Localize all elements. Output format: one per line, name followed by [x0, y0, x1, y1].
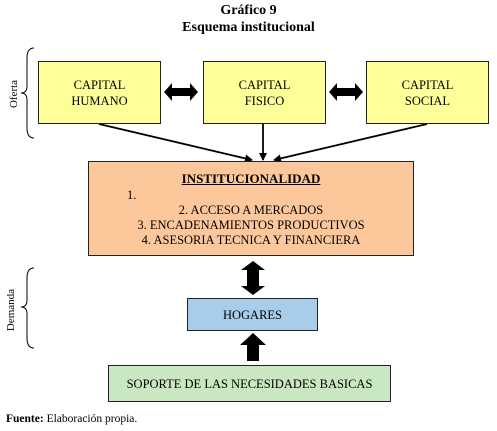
oferta-brace [20, 47, 35, 139]
capital-fisico-box: CAPITAL FISICO [203, 61, 326, 124]
source-label: Fuente: [6, 413, 44, 425]
capital-humano-line1: CAPITAL [73, 77, 126, 92]
institucionalidad-item-4: 4. ASESORIA TECNICA Y FINANCIERA [141, 233, 361, 247]
capital-fisico-line1: CAPITAL [238, 77, 291, 92]
institucionalidad-item-2: 2. ACCESO A MERCADOS [178, 203, 324, 217]
double-arrow-2 [329, 83, 363, 101]
hogares-label: HOGARES [222, 307, 283, 322]
capital-humano-box: CAPITAL HUMANO [38, 61, 161, 124]
figure-title: Esquema institucional [182, 20, 315, 35]
institucionalidad-item-1: 1. [127, 188, 137, 202]
double-arrow-1 [164, 83, 198, 101]
figure-number: Gráfico 9 [220, 3, 277, 18]
capital-fisico-line2: FISICO [244, 93, 285, 108]
demanda-label: Demanda [5, 288, 17, 332]
arrow-humano [98, 123, 253, 163]
capital-social-line1: CAPITAL [401, 77, 454, 92]
source-note: Fuente: Elaboración propia. [6, 413, 137, 425]
demanda-brace [20, 267, 35, 349]
capital-social-box: CAPITAL SOCIAL [366, 61, 489, 124]
capital-humano-line2: HUMANO [71, 93, 128, 108]
soporte-label: SOPORTE DE LAS NECESIDADES BASICAS [126, 376, 373, 391]
capital-social-line2: SOCIAL [404, 93, 451, 108]
arrow-social [273, 123, 428, 163]
double-arrow-vertical [241, 261, 265, 295]
institucionalidad-item-3: 3. ENCADENAMIENTOS PRODUCTIVOS [137, 218, 365, 232]
institucionalidad-box: INSTITUCIONALIDAD 1. 2. ACCESO A MERCADO… [88, 161, 414, 256]
block-arrow-up [240, 333, 266, 361]
institucionalidad-heading: INSTITUCIONALIDAD [181, 171, 321, 186]
hogares-box: HOGARES [187, 298, 318, 331]
soporte-box: SOPORTE DE LAS NECESIDADES BASICAS [108, 365, 391, 402]
oferta-label: Oferta [8, 79, 20, 109]
source-text: Elaboración propia. [43, 413, 138, 425]
